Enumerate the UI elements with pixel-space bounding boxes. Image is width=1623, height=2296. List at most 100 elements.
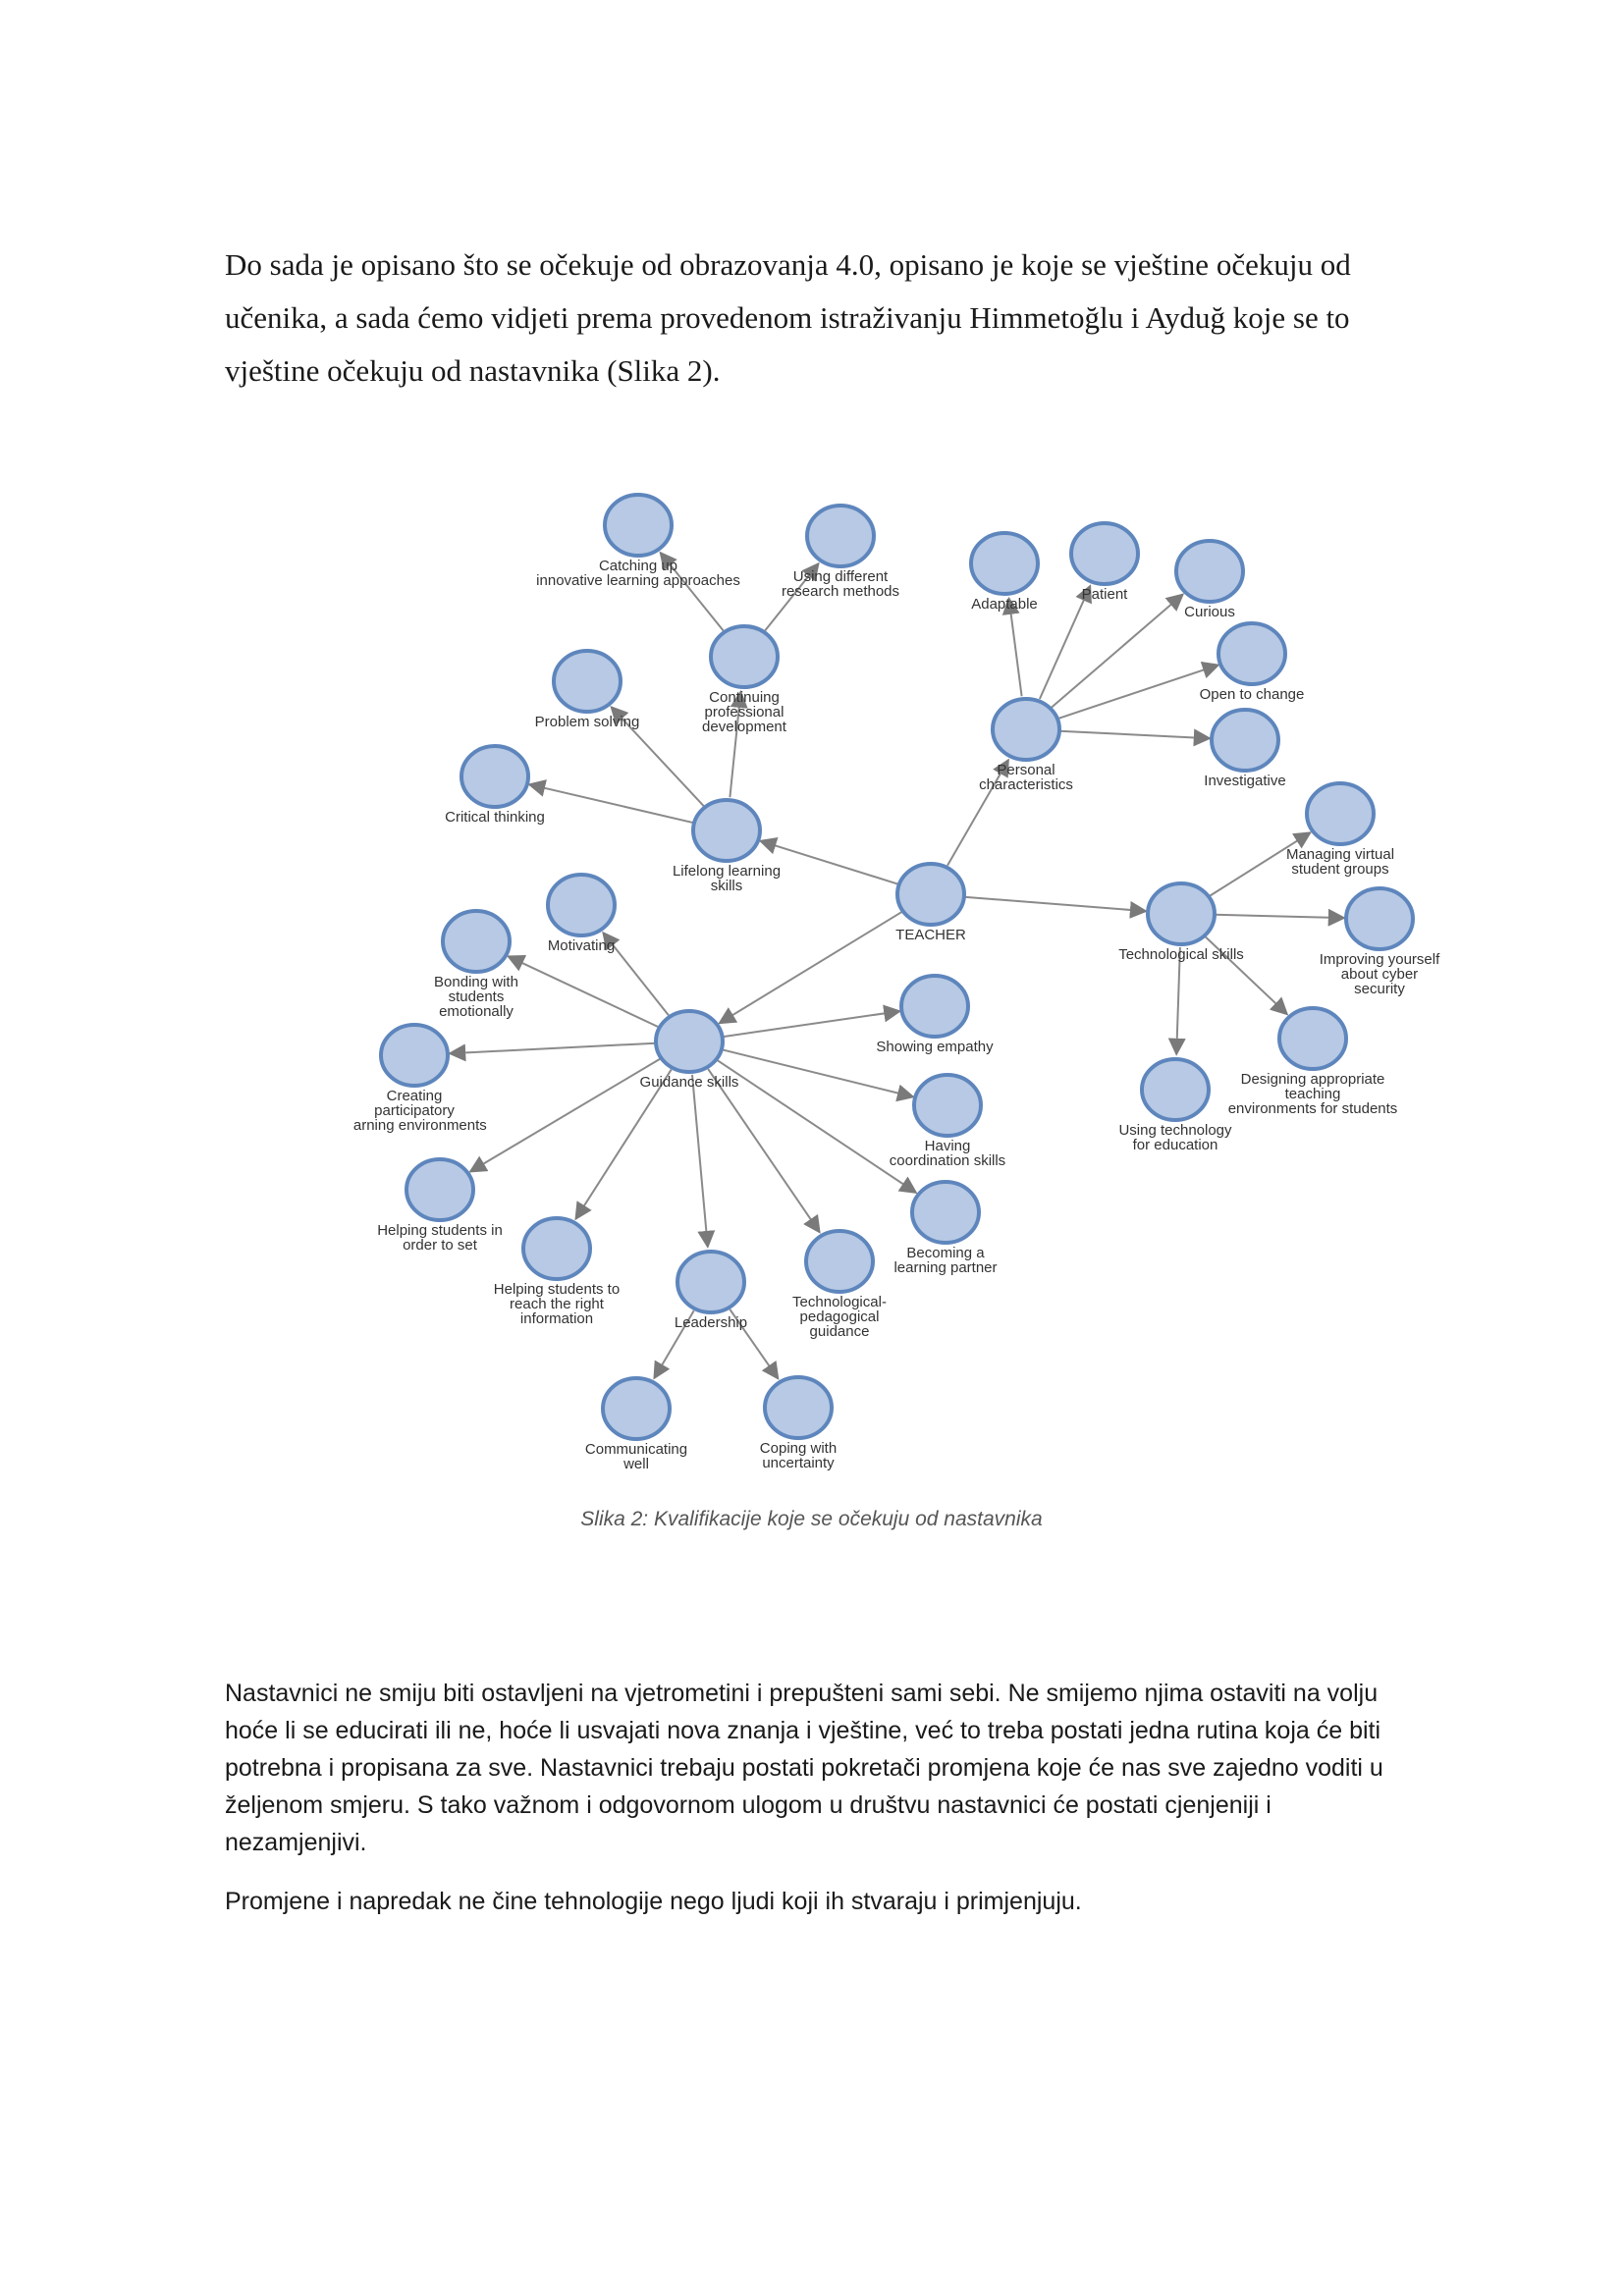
node-label-guidance: Guidance skills	[640, 1074, 739, 1091]
node-circle-guidance	[654, 1009, 725, 1074]
node-circle-critical	[460, 744, 530, 809]
edge-teacher-to-tech	[963, 895, 1148, 919]
edge-personal-to-investigative	[1058, 728, 1212, 747]
node-curious: Curious	[1174, 539, 1245, 620]
edge-guidance-to-empathy	[722, 1004, 902, 1039]
node-circle-techped	[804, 1229, 875, 1294]
edge-guidance-to-creating	[448, 1041, 657, 1062]
node-circle-goals	[405, 1157, 475, 1222]
node-label-curious: Curious	[1184, 604, 1235, 620]
node-open: Open to change	[1200, 621, 1305, 703]
node-problem: Problem solving	[535, 649, 639, 730]
node-circle-coping	[763, 1375, 834, 1440]
node-circle-coordination	[912, 1073, 983, 1138]
node-label-leadership: Leadership	[675, 1314, 747, 1331]
edge-tech-to-usingtech	[1167, 946, 1186, 1056]
node-tech: Technological skills	[1118, 881, 1244, 963]
edge-leadership-to-communicating	[653, 1309, 695, 1380]
node-circle-teacher	[895, 862, 966, 927]
edge-guidance-to-goals	[468, 1057, 662, 1173]
edge-lifelong-to-critical	[527, 779, 695, 825]
node-label-motivating: Motivating	[548, 937, 615, 954]
node-circle-tech	[1146, 881, 1217, 946]
node-circle-empathy	[899, 974, 970, 1039]
edge-lifelong-to-problem	[610, 705, 705, 807]
node-teacher: TEACHER	[895, 862, 966, 943]
body-paragraph-3: Promjene i napredak ne čine tehnologije …	[225, 1888, 1082, 1915]
node-circle-personal	[991, 697, 1061, 762]
edge-teacher-to-personal	[947, 758, 1009, 867]
edge-guidance-to-motivating	[602, 931, 670, 1016]
node-circle-partner	[910, 1180, 981, 1245]
node-label-adaptable: Adaptable	[971, 596, 1038, 613]
node-circle-leadership	[676, 1250, 746, 1314]
node-circle-problem	[552, 649, 622, 714]
edge-guidance-to-reach	[574, 1069, 673, 1221]
edge-leadership-to-coping	[729, 1308, 780, 1380]
edge-teacher-to-lifelong	[758, 836, 899, 885]
edge-personal-to-adaptable	[1001, 596, 1023, 697]
node-circle-reach	[521, 1216, 592, 1281]
node-leadership: Leadership	[675, 1250, 747, 1331]
node-circle-lifelong	[691, 798, 762, 863]
node-empathy: Showing empathy	[876, 974, 994, 1055]
diagram-edges	[448, 551, 1346, 1380]
edge-lifelong-to-cpd	[729, 690, 748, 798]
node-patient: Patient	[1069, 521, 1140, 603]
node-label-tech: Technological skills	[1118, 946, 1244, 963]
node-circle-cpd	[709, 624, 780, 689]
node-circle-catching	[603, 493, 674, 558]
node-circle-virtual	[1305, 781, 1376, 846]
edge-guidance-to-bonding	[506, 955, 660, 1029]
node-motivating: Motivating	[546, 873, 617, 954]
edge-guidance-to-coordination	[721, 1048, 915, 1102]
node-label-patient: Patient	[1082, 586, 1129, 603]
intro-paragraph: Do sada je opisano što se očekuje od obr…	[225, 247, 1351, 388]
node-label-investigative: Investigative	[1204, 773, 1285, 789]
node-circle-usingtech	[1140, 1057, 1211, 1122]
edge-guidance-to-partner	[716, 1059, 918, 1194]
node-adaptable: Adaptable	[969, 531, 1040, 613]
node-circle-motivating	[546, 873, 617, 937]
node-critical: Critical thinking	[445, 744, 545, 826]
body-paragraph-2: Nastavnici ne smiju biti ostavljeni na v…	[225, 1680, 1383, 1856]
node-label-critical: Critical thinking	[445, 809, 545, 826]
node-circle-adaptable	[969, 531, 1040, 596]
edge-cpd-to-research	[764, 561, 820, 632]
edge-tech-to-designing	[1205, 935, 1289, 1016]
node-circle-patient	[1069, 521, 1140, 586]
node-label-open: Open to change	[1200, 686, 1305, 703]
node-circle-bonding	[441, 909, 512, 974]
edge-cpd-to-catching	[659, 551, 725, 632]
